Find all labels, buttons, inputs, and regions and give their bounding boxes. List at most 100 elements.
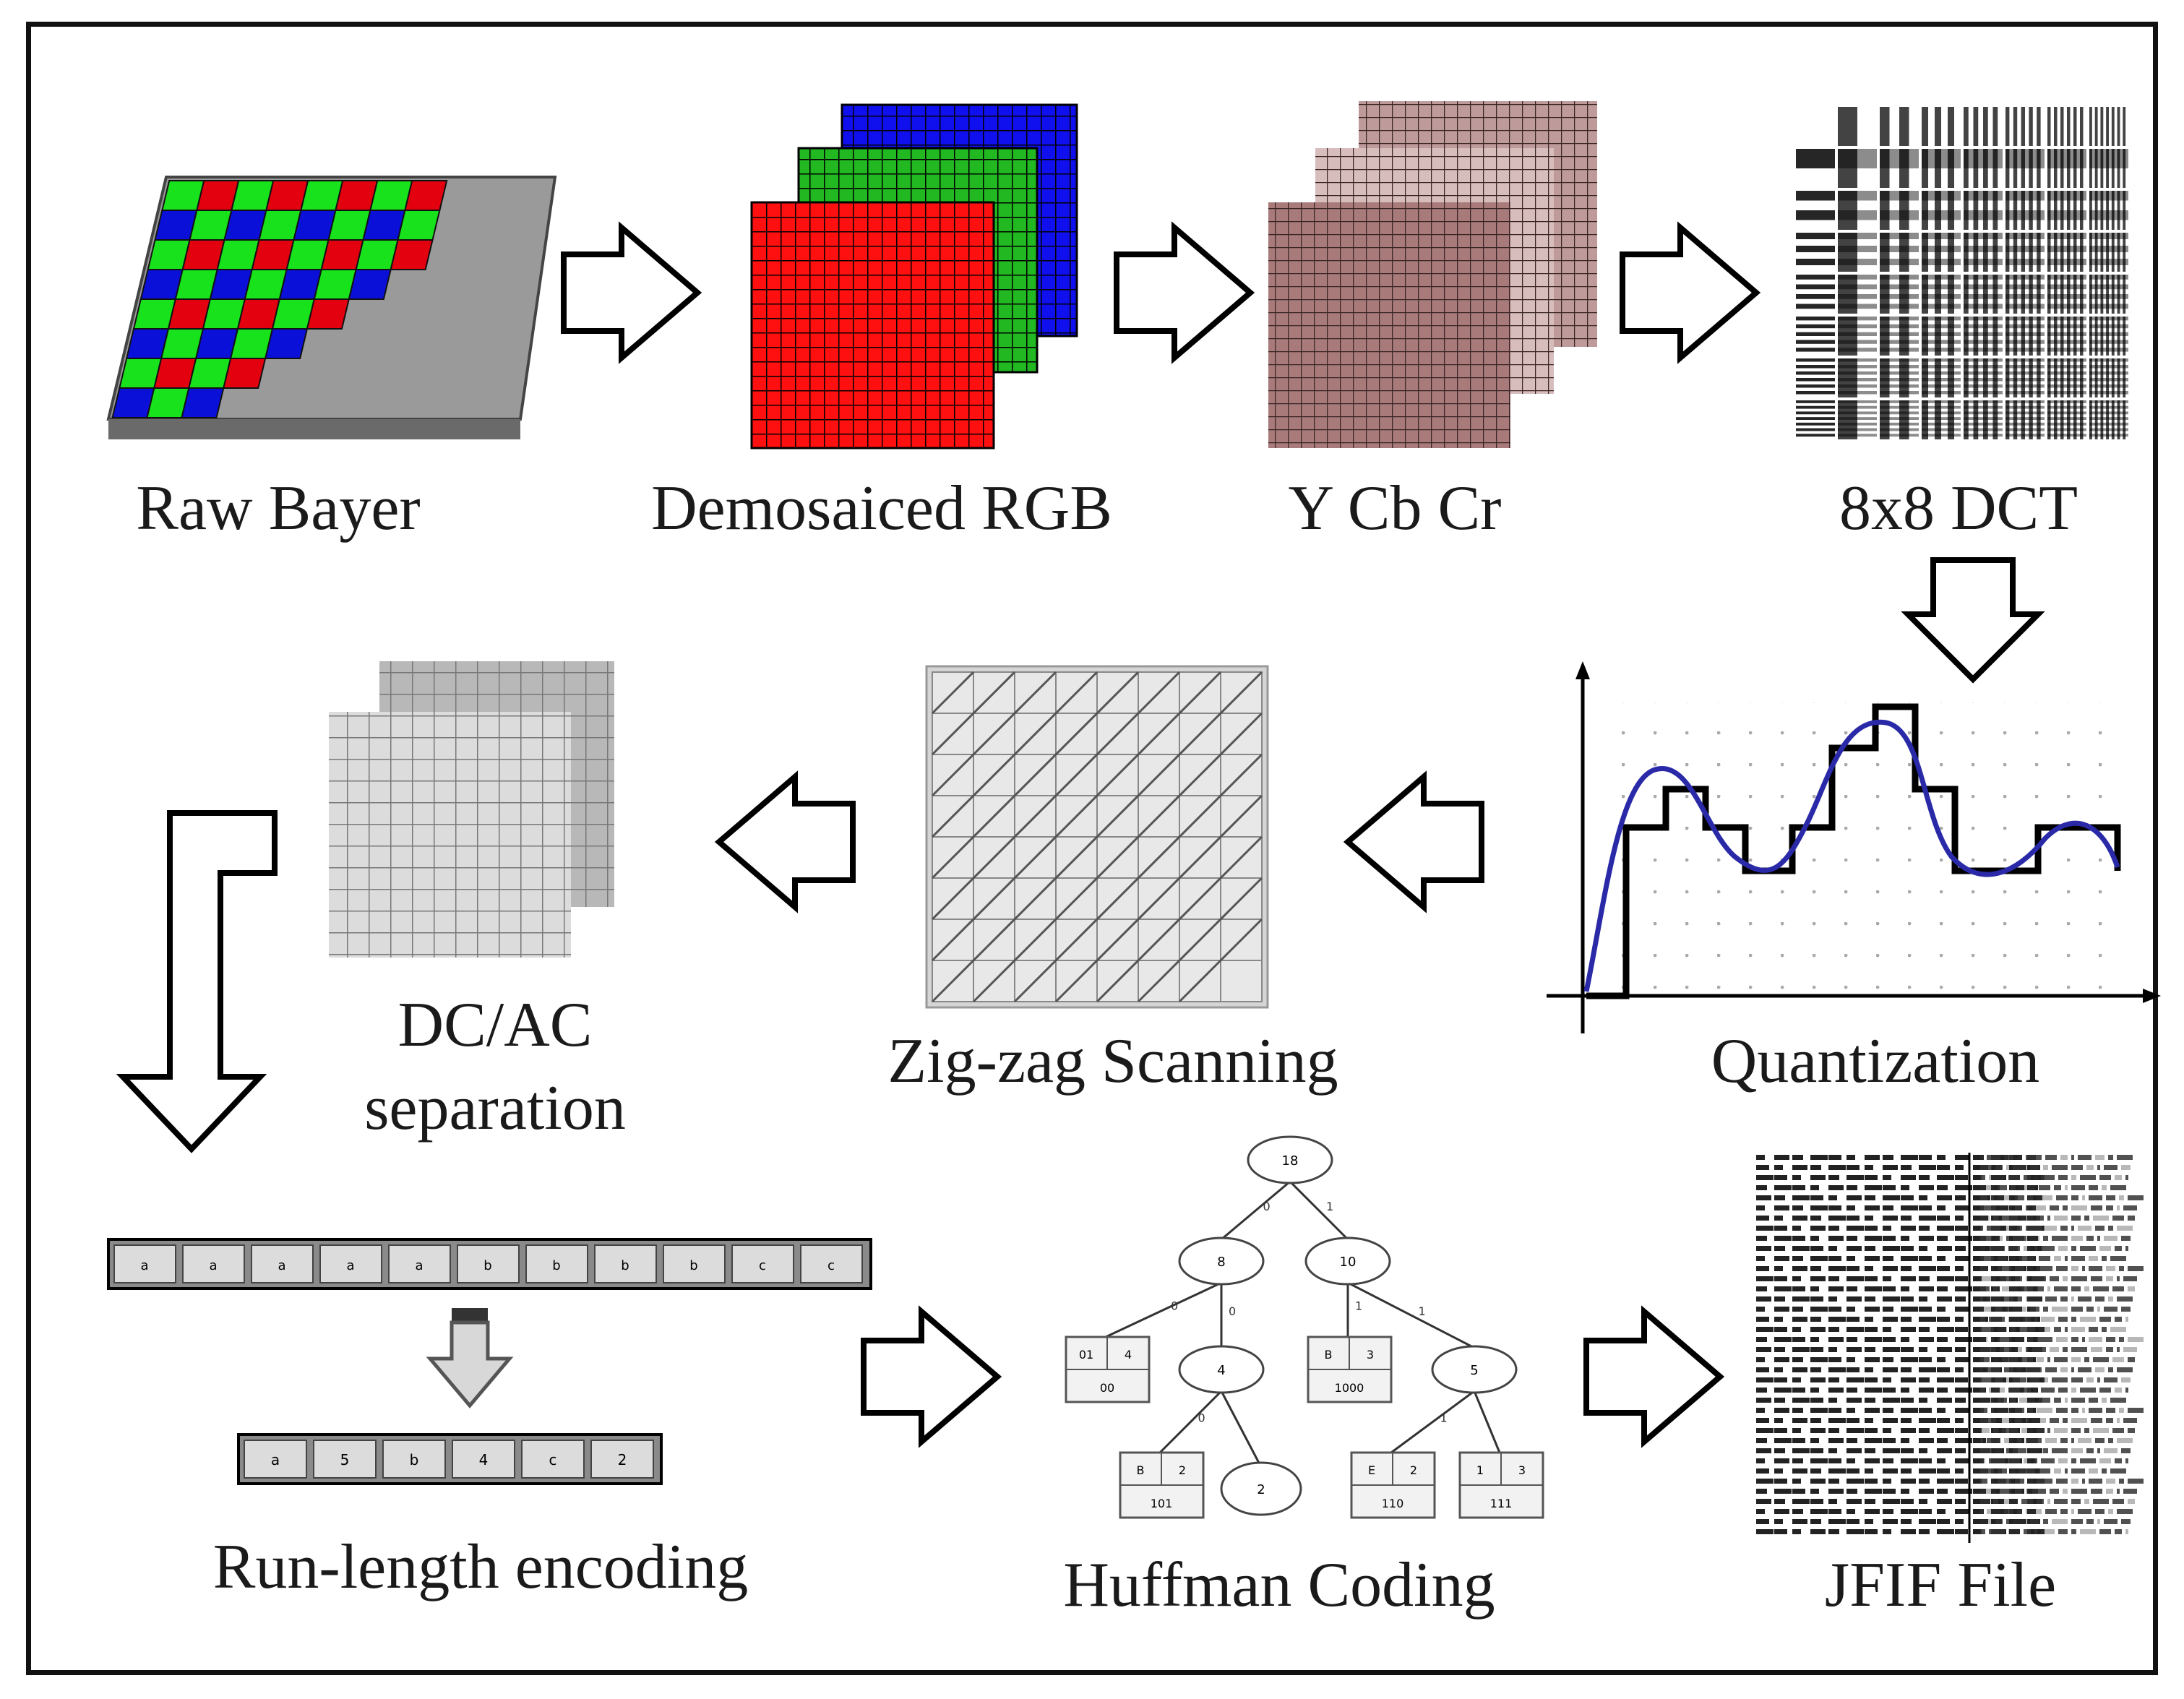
zigzag-cell: [1220, 960, 1263, 1002]
edge-bit: 1: [1419, 1304, 1426, 1318]
rle-input-value: c: [827, 1258, 835, 1273]
bayer-cell: [390, 239, 434, 270]
svg-text:101: 101: [1151, 1497, 1173, 1510]
svg-text:3: 3: [1367, 1348, 1374, 1362]
svg-text:2: 2: [1410, 1463, 1417, 1477]
rle-input-cell: [113, 1244, 176, 1283]
label-dct: 8x8 DCT: [1839, 473, 2078, 543]
svg-text:4: 4: [1125, 1348, 1132, 1362]
rle-input-value: a: [209, 1258, 217, 1273]
bayer-cell: [404, 180, 448, 211]
bayer-cell: [397, 210, 441, 241]
label-huffman: Huffman Coding: [1063, 1550, 1495, 1620]
rle-input-value: b: [621, 1258, 629, 1273]
svg-text:111: 111: [1490, 1497, 1513, 1510]
bayer-cell: [223, 358, 267, 389]
rle-output-value: c: [549, 1451, 557, 1468]
rle-input-cell: [594, 1244, 657, 1283]
rle-output-cell: [452, 1440, 515, 1479]
huffman-node: [1304, 1236, 1391, 1286]
diagram-frame: [26, 22, 2158, 1675]
arrow-right-icon: [1620, 221, 1761, 364]
rle-input-value: a: [278, 1258, 285, 1273]
rle-input-value: b: [689, 1258, 697, 1273]
svg-text:1000: 1000: [1335, 1381, 1364, 1395]
huffman-node-value: 8: [1217, 1255, 1225, 1270]
quantization-plot-icon: [1547, 661, 2161, 1033]
zigzag-grid-icon: [925, 665, 1269, 1009]
rle-output-cell: [521, 1440, 585, 1479]
arrow-down-icon: [1901, 557, 2045, 684]
svg-text:B: B: [1137, 1463, 1145, 1477]
rgb-planes-icon: [750, 103, 1078, 450]
edge-bit: 0: [1171, 1299, 1178, 1313]
label-quantization: Quantization: [1711, 1026, 2040, 1096]
svg-text:B: B: [1325, 1348, 1333, 1362]
rle-output-cell: [590, 1440, 654, 1479]
rle-output-value: 2: [618, 1451, 627, 1468]
huffman-node-value: 5: [1470, 1363, 1478, 1378]
svg-text:00: 00: [1100, 1381, 1114, 1395]
rle-input-value: b: [483, 1258, 491, 1273]
svg-text:E: E: [1368, 1463, 1375, 1477]
label-demosaiced-rgb: Demosaiced RGB: [651, 473, 1112, 543]
edge-bit: 1: [1355, 1299, 1362, 1313]
label-jfif: JFIF File: [1824, 1550, 2057, 1620]
arrows: [116, 221, 2045, 1448]
huffman-node: [1220, 1461, 1302, 1516]
huffman-node-value: 4: [1217, 1363, 1225, 1378]
rle-input-value: b: [552, 1258, 560, 1273]
huffman-node: [1431, 1345, 1518, 1394]
svg-text:110: 110: [1382, 1497, 1404, 1510]
dcac-blocks-icon: [329, 661, 614, 958]
huffman-node: [1247, 1135, 1333, 1184]
rle-input-cell: [457, 1244, 520, 1283]
rle-output-cell: [313, 1440, 377, 1479]
edge-bit: 0: [1263, 1200, 1271, 1213]
arrow-right-icon: [861, 1305, 1002, 1448]
bayer-mosaic-icon: [106, 176, 557, 439]
rle-output-value: a: [271, 1451, 280, 1468]
rle-output-value: 4: [479, 1451, 489, 1468]
huffman-node: [1178, 1236, 1265, 1286]
svg-text:2: 2: [1179, 1463, 1186, 1477]
rle-output-value: 5: [340, 1451, 350, 1468]
svg-text:01: 01: [1079, 1348, 1093, 1362]
edge-bit: 0: [1229, 1304, 1236, 1318]
edge-bit: 1: [1440, 1411, 1448, 1425]
rle-output-cell: [382, 1440, 446, 1479]
rle-output-value: b: [410, 1451, 419, 1468]
arrow-down-icon: [426, 1308, 514, 1408]
rle-input-cell: [251, 1244, 314, 1283]
arrow-right-icon: [1583, 1305, 1725, 1448]
arrow-left-icon: [1343, 770, 1484, 913]
rle-input-value: c: [759, 1258, 766, 1273]
edge-bit: 0: [1198, 1411, 1205, 1425]
huffman-node-value: 10: [1340, 1255, 1357, 1270]
ycbcr-planes-icon: [1268, 101, 1597, 448]
dct-cell: [1796, 107, 1835, 146]
rle-input-value: a: [415, 1258, 423, 1273]
bayer-cell: [306, 298, 351, 330]
huffman-node-value: 2: [1257, 1482, 1265, 1497]
huffman-node: [1178, 1345, 1265, 1394]
label-dcac-line2: separation: [364, 1073, 626, 1143]
label-raw-bayer: Raw Bayer: [136, 473, 421, 543]
arrow-bend-down-icon: [116, 810, 278, 1153]
rle-input-cell: [663, 1244, 726, 1283]
rle-input-cell: [182, 1244, 245, 1283]
bayer-cell: [181, 387, 225, 418]
arrow-left-icon: [714, 770, 856, 913]
svg-text:3: 3: [1518, 1463, 1526, 1477]
bayer-cell: [264, 328, 309, 359]
rle-input-cell: [731, 1244, 794, 1283]
rle-input-value: a: [140, 1258, 148, 1273]
rle-input-cell: [319, 1244, 382, 1283]
edge-bit: 1: [1326, 1200, 1333, 1213]
label-ycbcr: Y Cb Cr: [1288, 473, 1502, 543]
rle-input-cell: [800, 1244, 863, 1283]
label-dcac-line1: DC/AC: [397, 990, 593, 1060]
